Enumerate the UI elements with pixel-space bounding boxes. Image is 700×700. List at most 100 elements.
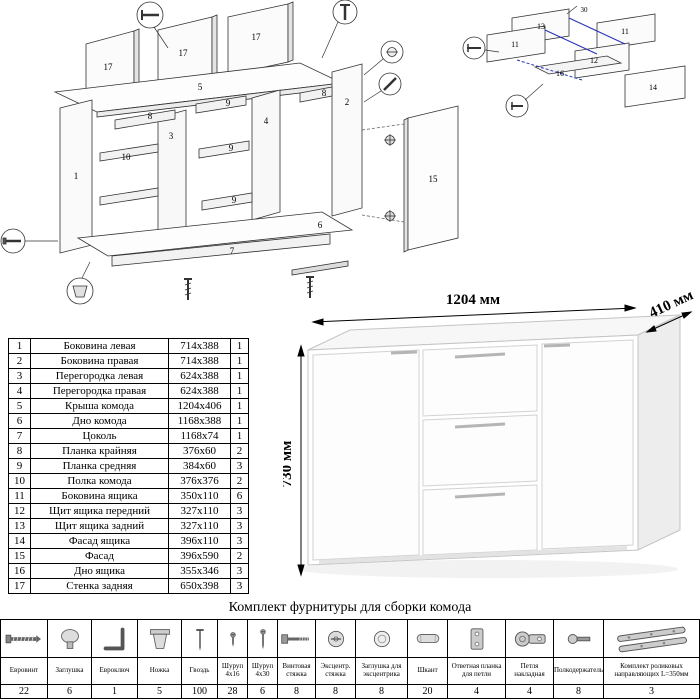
hardware-item-eurovint: Евровинт 22: [1, 620, 47, 698]
part-number: 4: [8, 383, 31, 399]
part-size: 624x388: [168, 368, 231, 384]
part-label: 3: [169, 131, 174, 141]
hardware-item-otvetnaya-planka: Ответная планка для петли 4: [447, 620, 505, 698]
part-name: Фасад ящика: [30, 533, 169, 549]
hardware-item-zaglushka-excentrika: Заглушка для эксцентрика 8: [355, 620, 407, 698]
hardware-item-name: Полкодержатель: [554, 658, 603, 685]
hardware-item-name: Заглушка: [48, 658, 91, 685]
dowel-icon: [408, 620, 447, 658]
part-number: 16: [8, 563, 31, 579]
long-screw: [306, 276, 314, 298]
part-qty: 6: [230, 488, 249, 504]
dresser-side-face: [637, 314, 681, 551]
part-label: 6: [318, 220, 323, 230]
callout-screw-diagonal: [363, 72, 402, 103]
part-number: 9: [8, 458, 31, 474]
part-qty: 1: [230, 383, 249, 399]
part-number: 14: [8, 533, 31, 549]
plank-8-right: [299, 86, 333, 103]
part-size: 714x388: [168, 338, 231, 354]
dresser-plinth: [319, 546, 627, 564]
hardware-item-shurup-4x16: Шуруп 4x16 28: [217, 620, 247, 698]
drawer-side-11-left: [486, 25, 546, 63]
hardware-item-vintovaya-styazhka: Винтовая стяжка 8: [277, 620, 315, 698]
part-qty: 1: [230, 413, 249, 429]
part-name: Цоколь: [30, 428, 169, 444]
screw-long-icon: [248, 620, 277, 658]
part-name: Боковина правая: [30, 353, 169, 369]
part-size: 624x388: [168, 383, 231, 399]
part-qty: 3: [230, 503, 249, 519]
hardware-item-qty: 28: [227, 686, 238, 697]
part-name: Щит ящика передний: [30, 503, 169, 519]
part-number: 15: [8, 548, 31, 564]
hardware-item-qty: 8: [576, 686, 581, 697]
hardware-item-qty: 8: [333, 686, 338, 697]
hardware-item-qty: 8: [294, 686, 299, 697]
long-screw: [184, 278, 192, 300]
part-size: 396x590: [168, 548, 231, 564]
drawer-side-11-right: [596, 13, 656, 51]
furniture-leg-icon: [138, 620, 181, 658]
part-name: Щит ящика задний: [30, 518, 169, 534]
hex-key-icon: [92, 620, 137, 658]
part-label: 9: [232, 195, 237, 205]
part-label: 8: [322, 88, 327, 98]
part-name: Боковина ящика: [30, 488, 169, 504]
part-number: 1: [8, 338, 31, 354]
hardware-item-qty: 5: [157, 686, 162, 697]
part-qty: 3: [230, 518, 249, 534]
hardware-item-name: Шуруп 4x16: [218, 658, 247, 685]
part-size: 384x60: [168, 458, 231, 474]
chamfer-mark: [566, 5, 578, 15]
plinth-7: [111, 233, 331, 267]
plank-8-left: [114, 109, 176, 130]
hardware-item-polkoderzhatel: Полкодержатель 8: [553, 620, 603, 698]
part-size: 327x110: [168, 503, 231, 519]
assembly-dashed-line: [361, 214, 405, 223]
part-number: 8: [8, 443, 31, 459]
hardware-item-name: Заглушка для эксцентрика: [356, 658, 407, 685]
part-name: Стенка задняя: [30, 578, 169, 594]
part-label: 11: [511, 40, 519, 49]
part-number: 10: [8, 473, 31, 489]
part-label: 17: [179, 48, 189, 58]
part-label: 8: [148, 111, 153, 121]
part-qty: 1: [230, 338, 249, 354]
part-qty: 3: [230, 578, 249, 594]
part-size: 350x110: [168, 488, 231, 504]
part-name: Полка комода: [30, 473, 169, 489]
hinge-mark: [384, 210, 396, 222]
hardware-item-qty: 3: [649, 686, 654, 697]
cam-cover-icon: [356, 620, 407, 658]
drawer-facade-14: [624, 65, 686, 108]
product-render: 1204 мм 730 мм 410 мм: [283, 288, 696, 578]
callout-screw-vertical: [321, 0, 358, 59]
cam-lock-icon: [316, 620, 355, 658]
part-label: 9: [229, 143, 234, 153]
hardware-item-qty: 22: [19, 686, 29, 697]
part-qty: 1: [230, 428, 249, 444]
part-number: 13: [8, 518, 31, 534]
callout-leg: [66, 261, 94, 305]
hardware-item-name: Шуруп 4x30: [248, 658, 277, 685]
floor-shadow: [298, 560, 678, 578]
hardware-item-name: Гвоздь: [182, 658, 217, 685]
part-qty: 3: [230, 458, 249, 474]
part-label: 2: [345, 97, 350, 107]
part-label: 17: [252, 32, 262, 42]
plug-cap-icon: [48, 620, 91, 658]
bolt-tie-icon: [278, 620, 315, 658]
part-name: Крыша комода: [30, 398, 169, 414]
hardware-item-qty: 8: [379, 686, 384, 697]
part-size: 1168x388: [168, 413, 231, 429]
hinge-icon: [506, 620, 553, 658]
